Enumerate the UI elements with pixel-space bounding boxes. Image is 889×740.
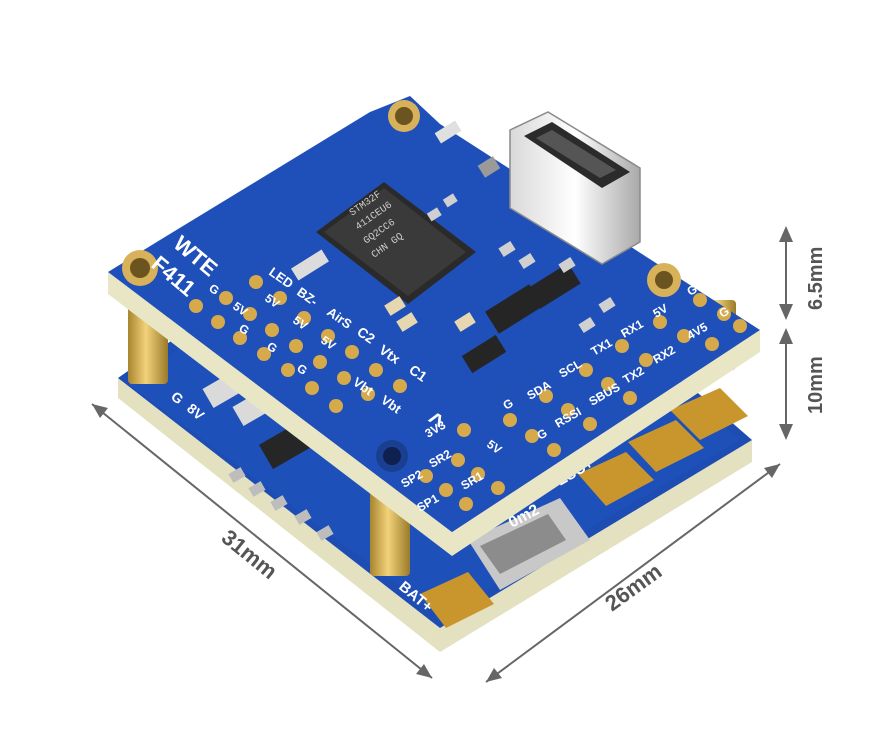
silk-5v-3: 5V [290, 313, 310, 333]
mcu-chip: STM32F 411CEU6 GQ2CC6 CHN GQ [316, 182, 476, 304]
top-board-face [108, 96, 760, 532]
usb-c-connector [509, 111, 641, 265]
width-label: 31mm [217, 524, 282, 583]
silk-5v-5: 5V [484, 437, 504, 457]
smd-components [291, 120, 616, 374]
depth-dimension-line [485, 463, 781, 683]
mounting-holes [122, 100, 681, 472]
silk-5v-1: 5V [230, 299, 250, 319]
silk-5v-4: 5V [318, 333, 338, 353]
height-top-label: 6.5mm [805, 247, 827, 310]
width-dimension-line [91, 403, 433, 679]
arrowhead-icon [779, 226, 793, 242]
solder-pads [189, 275, 747, 511]
arrowhead-icon [764, 464, 780, 478]
silk-5v-2: 5V [262, 291, 282, 311]
arrowhead-icon [779, 304, 793, 320]
arrowhead-icon [416, 664, 432, 678]
bat-pad [420, 572, 494, 628]
arrowhead-icon [92, 404, 108, 418]
depth-label: 26mm [600, 558, 666, 616]
esc-pads [420, 388, 748, 628]
esc-pad [578, 452, 654, 506]
height-bottom-label: 10mm [805, 356, 827, 414]
esc-pad [670, 388, 748, 440]
arrowhead-icon [486, 668, 502, 682]
silk-5v-right: 5V [651, 301, 671, 320]
top-board: STM32F 411CEU6 GQ2CC6 CHN GQ [108, 96, 760, 556]
arrowhead-icon [779, 328, 793, 344]
esc-pad [628, 420, 704, 472]
arrowhead-icon [779, 424, 793, 440]
